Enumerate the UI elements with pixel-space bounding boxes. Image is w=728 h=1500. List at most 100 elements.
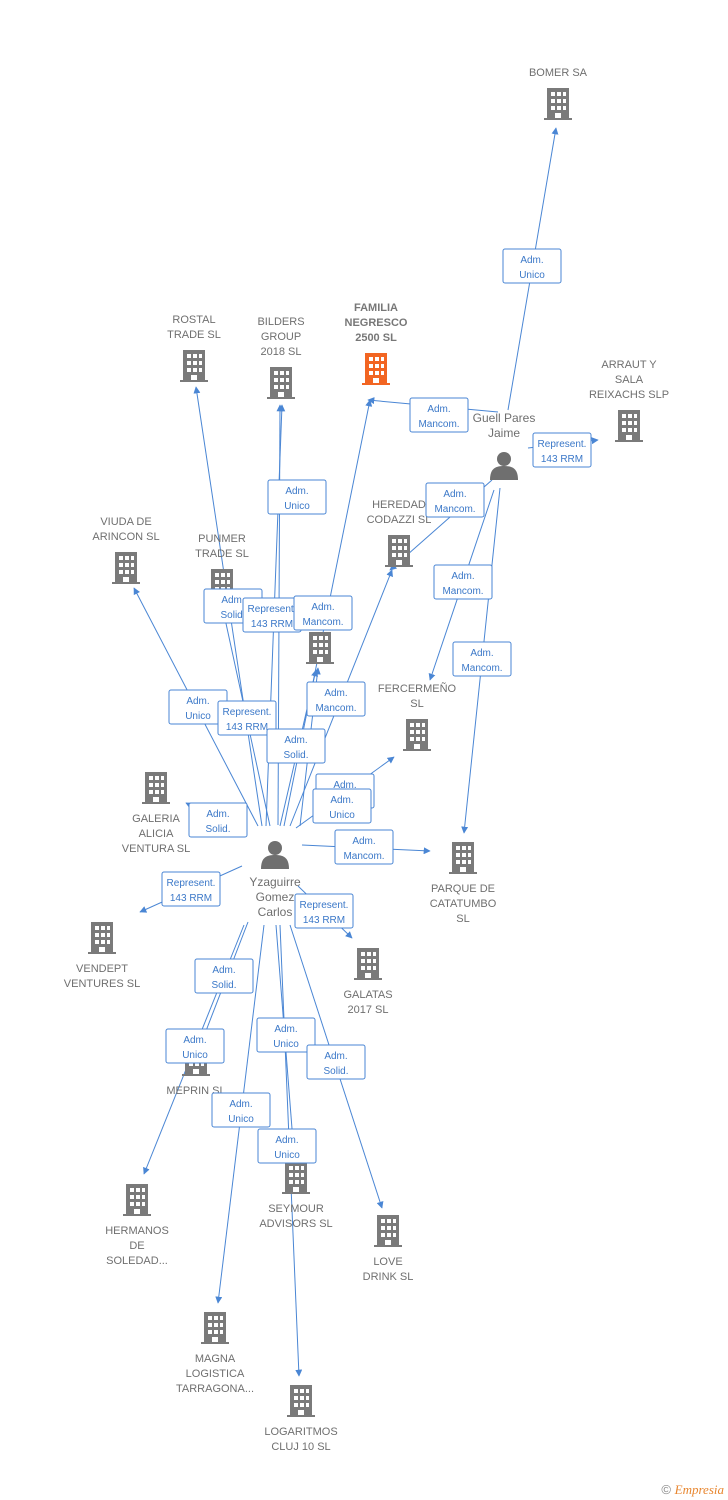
relation-label-yzaguirre-midco[interactable]: Adm.Unico	[312, 788, 372, 824]
company-node-magna[interactable]: MAGNALOGISTICATARRAGONA...	[176, 1312, 254, 1395]
relation-label-box	[188, 802, 248, 838]
company-name: ARRAUT Y	[601, 359, 657, 371]
building-icon	[201, 1312, 229, 1344]
relation-label-yzaguirre-rostal[interactable]: Represent.143 RRM	[242, 597, 302, 633]
relation-label-text: Unico	[185, 711, 211, 722]
relation-label-text: Represent.	[223, 707, 272, 718]
relation-label-text: Mancom.	[315, 703, 356, 714]
relation-label-text: Adm.	[470, 648, 493, 659]
building-icon	[354, 948, 382, 980]
relation-label-text: Solid.	[220, 610, 245, 621]
relation-label-box	[194, 958, 254, 994]
relation-label-text: Adm.	[352, 836, 375, 847]
company-name: ADVISORS SL	[259, 1218, 332, 1230]
relation-label-yzaguirre-parque[interactable]: Adm.Mancom.	[334, 829, 394, 865]
company-node-hermanos[interactable]: HERMANOSDESOLEDAD...	[105, 1184, 169, 1267]
relation-label-yzaguirre-meprin[interactable]: Adm.Solid.	[194, 958, 254, 994]
relation-label-yzaguirre-vendept[interactable]: Represent.143 RRM	[161, 871, 221, 907]
building-icon	[287, 1385, 315, 1417]
relation-label-guell-heredad[interactable]: Adm.Mancom.	[425, 482, 485, 518]
company-node-seymour[interactable]: SEYMOUR ADVISORS SL	[259, 1162, 333, 1230]
relation-label-text: Unico	[284, 501, 310, 512]
relation-label-yzaguirre-bilders[interactable]: Adm.Unico	[267, 479, 327, 515]
company-node-meprin[interactable]: MEPRIN SL	[166, 1044, 226, 1097]
relation-label-text: Mancom.	[434, 504, 475, 515]
building-icon	[180, 350, 208, 382]
company-name: GALERIA	[132, 813, 180, 825]
relation-label-yzaguirre-magna[interactable]: Adm.Unico	[211, 1092, 271, 1128]
company-name: TRADE SL	[195, 548, 249, 560]
empresia-logo[interactable]: Empresia	[674, 1482, 724, 1497]
relation-label-yzaguirre-seymour[interactable]: Adm.Unico	[256, 1017, 316, 1053]
relation-label-guell-arraut[interactable]: Represent.143 RRM	[532, 432, 592, 468]
relation-label-box	[293, 595, 353, 631]
company-node-midco[interactable]	[306, 632, 334, 664]
relation-label-text: Adm.	[275, 1135, 298, 1146]
relation-label-guell-parque[interactable]: Adm.Mancom.	[452, 641, 512, 677]
company-name: TARRAGONA...	[176, 1383, 254, 1395]
relation-label-text: Adm.	[324, 1051, 347, 1062]
relation-label-yzaguirre-midco[interactable]: Adm.Solid.	[266, 728, 326, 764]
company-node-bomer[interactable]: BOMER SA	[529, 67, 588, 120]
relation-label-yzaguirre-hermanos[interactable]: Adm. Unico	[165, 1028, 225, 1064]
relation-label-guell-fercermeno[interactable]: Adm.Mancom.	[433, 564, 493, 600]
relation-label-yzaguirre-familia[interactable]: Adm.Mancom.	[293, 595, 353, 631]
relation-label-yzaguirre-bilders[interactable]: Represent.143 RRM	[217, 700, 277, 736]
relation-label-yzaguirre-logaritmos[interactable]: Adm.Unico	[257, 1128, 317, 1164]
building-icon	[449, 842, 477, 874]
relation-label-box	[502, 248, 562, 284]
company-name: BOMER SA	[529, 67, 588, 79]
relation-label-text: Adm.	[311, 602, 334, 613]
company-name: FAMILIA	[354, 302, 398, 314]
company-name: PARQUE DE	[431, 883, 495, 895]
relation-label-box	[532, 432, 592, 468]
relation-label-text: Solid.	[205, 824, 230, 835]
company-name: PUNMER	[198, 533, 246, 545]
relation-label-guell-bomer[interactable]: Adm.Unico	[502, 248, 562, 284]
relation-label-text: Adm.	[183, 1035, 206, 1046]
person-name: Gomez	[256, 890, 295, 904]
company-name: ARINCON SL	[92, 531, 159, 543]
relation-label-box	[334, 829, 394, 865]
building-icon	[282, 1162, 310, 1194]
relation-label-yzaguirre-love[interactable]: Adm.Solid.	[306, 1044, 366, 1080]
company-name: SL	[456, 913, 469, 925]
company-name: NEGRESCO	[345, 317, 408, 329]
relation-label-text: Adm.	[324, 688, 347, 699]
relation-label-guell-familia[interactable]: Adm.Mancom.	[409, 397, 469, 433]
relation-label-yzaguirre-heredad[interactable]: Adm. Mancom.	[306, 681, 366, 717]
building-icon	[544, 88, 572, 120]
relation-label-box	[267, 479, 327, 515]
company-name: CLUJ 10 SL	[271, 1441, 330, 1453]
company-name: 2017 SL	[348, 1004, 389, 1016]
relation-label-yzaguirre-galatas[interactable]: Represent.143 RRM	[294, 893, 354, 929]
relation-label-yzaguirre-galeria[interactable]: Adm.Solid.	[188, 802, 248, 838]
relation-label-text: 143 RRM	[541, 454, 583, 465]
relation-label-text: 143 RRM	[170, 893, 212, 904]
company-node-punmer[interactable]: PUNMER TRADE SL	[195, 533, 249, 601]
relation-label-text: Adm.	[212, 965, 235, 976]
relation-label-text: Represent.	[300, 900, 349, 911]
building-icon	[403, 719, 431, 751]
relation-label-text: Unico	[182, 1050, 208, 1061]
relation-label-box	[165, 1028, 225, 1064]
relation-label-text: Mancom.	[418, 419, 459, 430]
company-name: SEYMOUR	[268, 1203, 324, 1215]
company-name: VENTURES SL	[64, 978, 140, 990]
company-name: MAGNA	[195, 1353, 236, 1365]
